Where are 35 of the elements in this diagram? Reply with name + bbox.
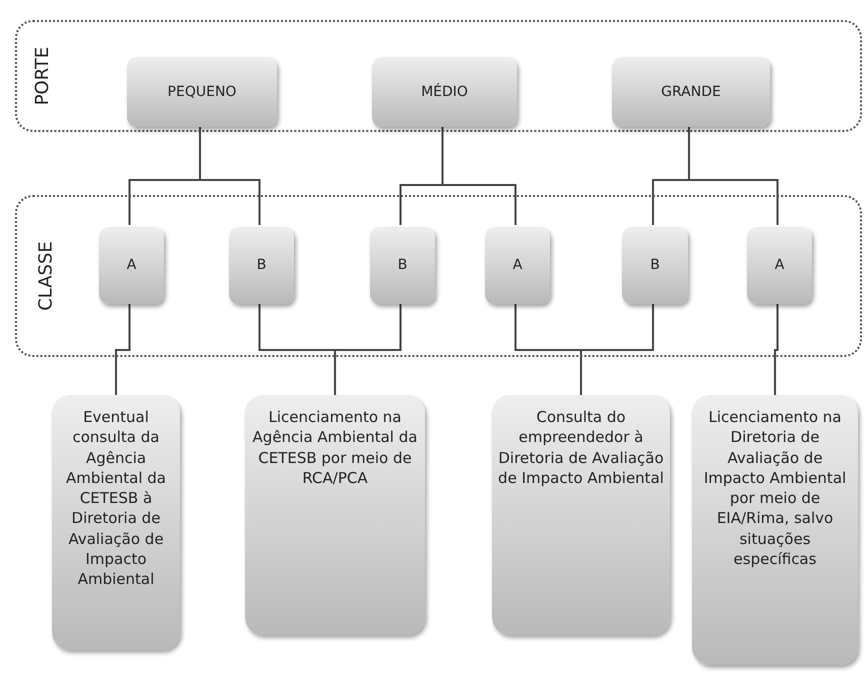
outcome-box [492, 395, 670, 635]
size-box [612, 57, 770, 127]
connector-line [774, 302, 778, 395]
connector-line [115, 302, 130, 395]
box-text: B [398, 256, 408, 275]
size-box [372, 57, 517, 127]
box-text: Consulta do empreendedor à Diretoria de Avaliação de Impacto Ambiental [498, 407, 664, 488]
outcome-box [245, 395, 425, 635]
box-text: MÉDIO [421, 82, 468, 102]
box-text: B [650, 256, 660, 275]
class-box [370, 227, 435, 304]
dotted-group-frame [15, 195, 862, 357]
class-box [747, 227, 812, 304]
box-text: A [512, 256, 522, 275]
box-text: PEQUENO [168, 82, 236, 102]
box-text: A [774, 256, 784, 275]
box-text: GRANDE [661, 82, 721, 102]
box-text: A [126, 256, 136, 275]
class-box [99, 227, 164, 304]
group-label: CLASSE [35, 241, 56, 311]
connector-line [334, 302, 402, 395]
group-label: PORTE [32, 46, 54, 106]
outcome-box [692, 395, 858, 665]
class-box [485, 227, 550, 304]
size-box [127, 57, 277, 127]
box-text: Eventual consulta da Agência Ambiental da CETESB à Diretoria de Avaliação de Impacto Ambiental [64, 407, 168, 590]
box-text: B [256, 256, 266, 275]
box-text: Licenciamento na Agência Ambiental da CETESB por meio de RCA/PCA [252, 407, 418, 488]
class-box [229, 227, 294, 304]
connector-line [580, 302, 654, 395]
outcome-box [52, 395, 180, 650]
connector-line [442, 125, 516, 225]
box-text: Licenciamento na Diretoria de Avaliação de Impacto Ambiental por meio de EIA/Rima, salvo situações específicas [702, 407, 848, 569]
dotted-group-frame [15, 20, 862, 132]
class-box [622, 227, 688, 304]
